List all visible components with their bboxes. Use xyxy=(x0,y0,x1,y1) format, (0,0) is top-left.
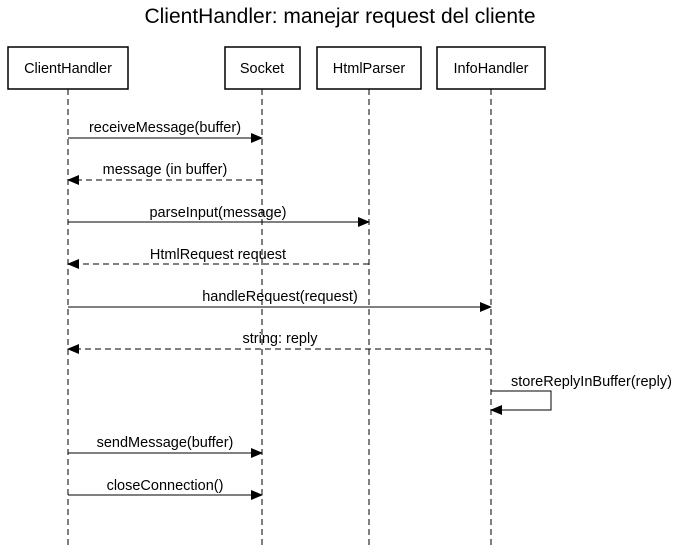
message-label: string: reply xyxy=(243,331,319,347)
participant-box-infohandler xyxy=(436,46,546,90)
message-close-connection: closeConnection() xyxy=(68,478,263,500)
diagram-title: ClientHandler: manejar request del clien… xyxy=(144,5,535,28)
message-return-string-reply: string: reply xyxy=(67,331,491,354)
participant-label-infohandler: InfoHandler xyxy=(454,61,529,77)
message-parse-input: parseInput(message) xyxy=(68,205,370,227)
message-handle-request: handleRequest(request) xyxy=(68,289,492,312)
message-send-message: sendMessage(buffer) xyxy=(68,435,263,458)
message-label: handleRequest(request) xyxy=(202,289,358,305)
participant-infohandler: InfoHandler xyxy=(436,46,546,548)
message-label: closeConnection() xyxy=(107,478,224,494)
participant-socket: Socket xyxy=(224,46,301,548)
participant-clienthandler: ClientHandler xyxy=(7,46,129,548)
message-receive-message: receiveMessage(buffer) xyxy=(68,120,263,143)
message-label: message (in buffer) xyxy=(103,162,228,178)
participant-label-htmlparser: HtmlParser xyxy=(333,61,406,77)
message-label: sendMessage(buffer) xyxy=(97,435,234,451)
participant-label-socket: Socket xyxy=(240,61,284,77)
message-label: receiveMessage(buffer) xyxy=(89,120,241,136)
participant-box-clienthandler xyxy=(7,46,129,90)
message-self-store-reply: storeReplyInBuffer(reply) xyxy=(490,374,672,415)
participant-box-htmlparser xyxy=(316,46,422,90)
message-arrow xyxy=(490,390,552,415)
message-label: storeReplyInBuffer(reply) xyxy=(511,374,672,390)
message-return-html-request: HtmlRequest request xyxy=(67,247,369,269)
participant-label-clienthandler: ClientHandler xyxy=(24,61,112,77)
message-label: parseInput(message) xyxy=(149,205,286,221)
message-return-message-in-buffer: message (in buffer) xyxy=(67,162,262,185)
message-label: HtmlRequest request xyxy=(150,247,286,263)
participant-box-socket xyxy=(224,46,301,90)
participant-htmlparser: HtmlParser xyxy=(316,46,422,548)
